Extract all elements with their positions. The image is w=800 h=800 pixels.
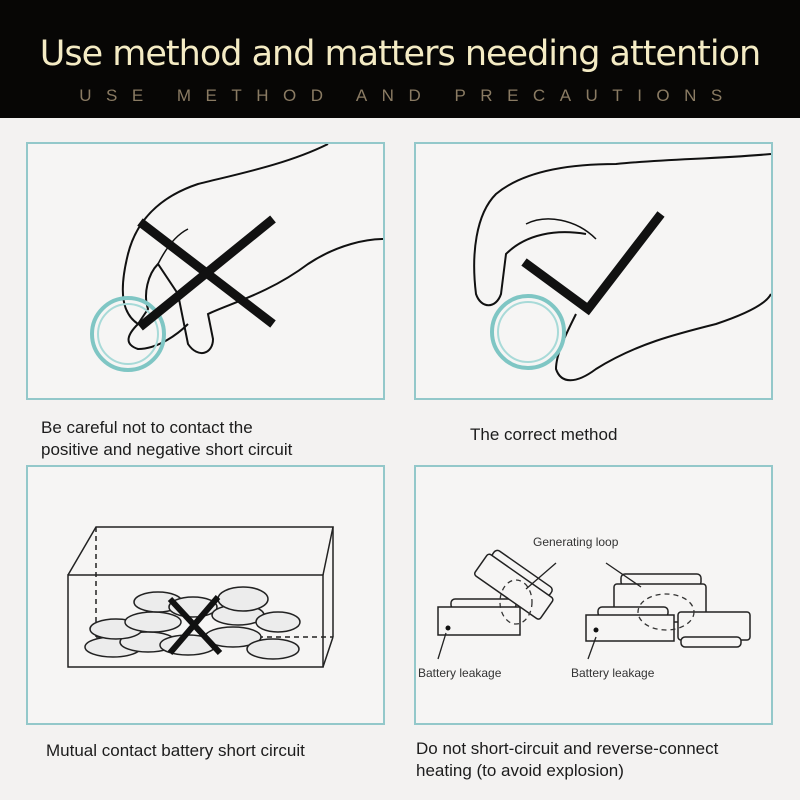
label-battery-leakage-right: Battery leakage [571,666,655,680]
x-mark-icon [167,595,223,656]
page-title: Use method and matters needing attention [39,34,761,74]
panel-correct-grip [414,142,773,400]
hand-wrong-grip-illustration [90,144,383,372]
caption-line: Do not short-circuit and reverse-connect [416,739,719,758]
coin-battery-icon [490,294,566,370]
caption-wrong-grip: Be careful not to contact the positive a… [41,417,292,461]
header-banner: Use method and matters needing attention… [0,0,800,118]
panel-short-circuit: Generating loop Battery leakage Battery … [414,465,773,725]
caption-correct-grip: The correct method [470,424,617,446]
short-circuit-diagram [437,549,751,660]
caption-line: positive and negative short circuit [41,440,293,459]
page-subtitle: USE METHOD AND PRECAUTIONS [79,86,737,105]
caption-line: heating (to avoid explosion) [416,761,624,780]
caption-line: The correct method [470,425,618,444]
panel-wrong-grip [26,142,385,400]
caption-line: Be careful not to contact the [41,418,253,437]
caption-short-circuit: Do not short-circuit and reverse-connect… [416,738,718,782]
panel-batteries-in-box [26,465,385,725]
hand-correct-grip-illustration [473,153,771,382]
caption-line: Mutual contact battery short circuit [46,741,305,760]
x-mark-icon [137,215,276,331]
coin-battery-icon [90,296,166,372]
caption-batteries-in-box: Mutual contact battery short circuit [46,740,305,762]
check-mark-icon [521,211,665,316]
batteries-box-illustration [67,526,334,668]
label-battery-leakage-left: Battery leakage [418,666,502,680]
label-generating-loop: Generating loop [533,535,619,549]
